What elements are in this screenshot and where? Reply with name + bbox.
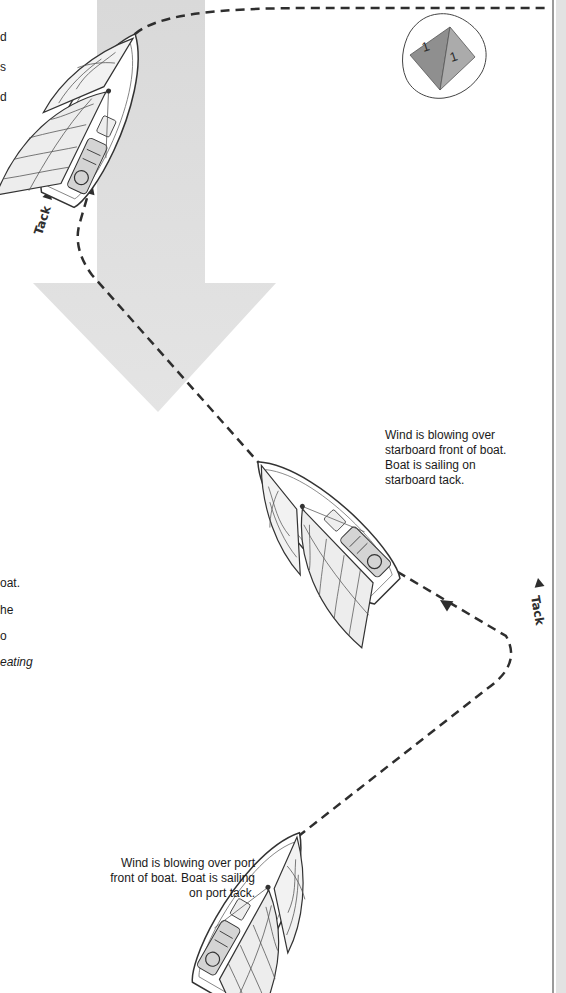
cropped-text: o — [0, 629, 7, 644]
course-line — [78, 8, 546, 993]
cropped-text: s — [0, 60, 6, 75]
page-edge-shade — [556, 0, 566, 993]
tack-label: Tack — [527, 595, 547, 627]
cropped-text: d — [0, 30, 7, 45]
page-edge — [552, 0, 554, 993]
island-outline — [398, 10, 490, 102]
wind-note: Wind is blowing over port front of boat.… — [95, 856, 255, 901]
sailboat — [171, 818, 350, 993]
cropped-text: d — [0, 90, 7, 105]
depth-contour — [403, 14, 487, 99]
wind-note: Wind is blowing over starboard front of … — [385, 428, 513, 488]
cropped-text: he — [0, 603, 13, 618]
island-shade — [440, 27, 475, 90]
course-arrowhead — [437, 595, 454, 612]
island-symbol: 11 — [398, 10, 490, 102]
cropped-text: eating — [0, 655, 33, 670]
sailboat — [0, 9, 162, 232]
cropped-text: oat. — [0, 576, 20, 591]
tack-arrow-mark — [533, 577, 544, 588]
tack-label: Tack — [31, 204, 54, 237]
